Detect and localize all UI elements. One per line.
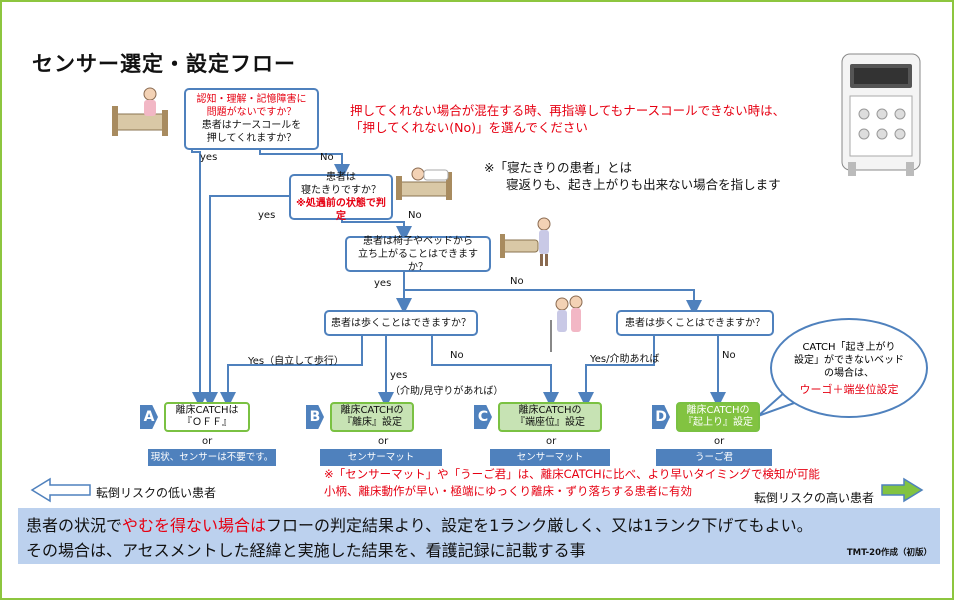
q1-line4: 押してくれますか？ xyxy=(206,133,297,144)
q2-line1: 患者は xyxy=(326,172,356,183)
bubble-line1: CATCH「起き上がり xyxy=(802,341,896,353)
result-a-line2: 『ＯＦＦ』 xyxy=(182,417,232,428)
bubble-line3: の場合は、 xyxy=(824,367,874,379)
q1-line3: 患者はナースコールを xyxy=(201,120,302,131)
right-arrow-icon xyxy=(881,477,924,503)
q2-line3: ※処遇前の状態で判定 xyxy=(296,198,386,222)
q1-line1: 認知・理解・記憶障害に xyxy=(196,94,307,105)
note2-line2: 寝返りも、起き上がりも出来ない場合を指します xyxy=(506,177,781,192)
result-b-box: 離床CATCHの 『離床』設定 xyxy=(330,402,414,432)
label-yes-1: yes xyxy=(200,152,218,163)
result-c-box: 離床CATCHの 『端座位』設定 xyxy=(498,402,602,432)
note2-line1: ※「寝たきりの患者」とは xyxy=(484,160,632,175)
label-no-walk: No xyxy=(450,350,464,361)
question-walk-right: 患者は歩くことはできますか？ xyxy=(616,310,774,336)
result-a-box: 離床CATCHは 『ＯＦＦ』 xyxy=(164,402,250,432)
label-yes-assist: yes xyxy=(390,370,408,381)
bubble-line2: 設定」ができないベッド xyxy=(794,354,904,366)
note1-line2: 「押してくれない(No)」を選んでください xyxy=(350,120,588,135)
result-a-letter: A xyxy=(140,405,158,429)
label-no-walk-right: No xyxy=(722,350,736,361)
result-b-line2: 『離床』設定 xyxy=(342,417,402,428)
note-bedridden-definition: ※「寝たきりの患者」とは 寝返りも、起き上がりも出来ない場合を指します xyxy=(484,159,781,193)
speech-bubble-note: CATCH「起き上がり 設定」ができないベッド の場合は、 ウーゴ＋端坐位設定 xyxy=(770,318,928,418)
result-a-or: or xyxy=(202,436,213,447)
note-sensor-mat: ※「センサーマット」や「うーご君」は、離床CATCHに比べ、より早いタイミングで… xyxy=(324,466,820,500)
result-b-or: or xyxy=(378,436,389,447)
question-stand-up: 患者は椅子やベッドから 立ち上がることはできますか？ xyxy=(345,235,491,273)
result-c-line1: 離床CATCHの xyxy=(518,405,582,416)
question-walk-left: 患者は歩くことはできますか？ xyxy=(324,310,478,336)
bottom-line1-b: やむを得ない場合は xyxy=(122,516,267,535)
q4-text: 患者は歩くことはできますか？ xyxy=(331,317,471,329)
note3-line2: 小柄、離床動作が早い・極端にゆっくり離床・ずり落ちする患者に有効 xyxy=(324,484,692,498)
result-b-alt: センサーマット xyxy=(320,449,442,466)
question-bedridden: 患者は 寝たきりですか？ ※処遇前の状態で判定 xyxy=(289,172,393,222)
q2-line2: 寝たきりですか？ xyxy=(301,185,381,196)
result-c-alt: センサーマット xyxy=(490,449,610,466)
note3-line1: ※「センサーマット」や「うーご君」は、離床CATCHに比べ、より早いタイミングで… xyxy=(324,467,820,481)
result-d-box: 離床CATCHの 『起上り』設定 xyxy=(676,402,760,432)
q3-line1: 患者は椅子やベッドから xyxy=(363,235,473,247)
result-a-alt: 現状、センサーは不要です。 xyxy=(148,449,276,466)
label-yes-2: yes xyxy=(258,210,276,221)
risk-high-label: 転倒リスクの高い患者 xyxy=(754,491,875,505)
author-credit: TMT-20作成（初版） xyxy=(846,548,932,558)
result-b-letter: B xyxy=(306,405,324,429)
result-d-or: or xyxy=(714,436,725,447)
label-no-2: No xyxy=(408,210,422,221)
note-nurse-call: 押してくれない場合が混在する時、再指導してもナースコールできない時は、 「押して… xyxy=(350,102,785,136)
label-yes-walk: Yes（自立して歩行） xyxy=(248,356,344,367)
label-no-1: No xyxy=(320,152,334,163)
result-c-line2: 『端座位』設定 xyxy=(515,417,585,428)
label-no-3: No xyxy=(510,276,524,287)
result-d-alt: うーご君 xyxy=(656,449,772,466)
bottom-line1: 患者の状況でやむを得ない場合はフローの判定結果より、設定を1ランク厳しく、又は1… xyxy=(26,512,813,536)
question-nurse-call: 認知・理解・記憶障害に 問題がないですか？ 患者はナースコールを 押してくれます… xyxy=(184,88,319,150)
page-title: センサー選定・設定フロー xyxy=(32,52,296,76)
bottom-line1-a: 患者の状況で xyxy=(26,516,123,535)
bubble-line4: ウーゴ＋端坐位設定 xyxy=(799,382,899,396)
label-yes-3: yes xyxy=(374,278,392,289)
risk-low-label: 転倒リスクの低い患者 xyxy=(96,486,217,500)
q5-text: 患者は歩くことはできますか？ xyxy=(625,317,765,329)
result-d-line2: 『起上り』設定 xyxy=(683,417,753,428)
bottom-line1-c: フローの判定結果より、設定を1ランク厳しく、又は1ランク下げてもよい。 xyxy=(266,516,813,535)
result-c-or: or xyxy=(546,436,557,447)
result-a-line1: 離床CATCHは xyxy=(175,405,239,416)
result-d-letter: D xyxy=(652,405,670,429)
q3-line2: 立ち上がることはできますか？ xyxy=(358,248,478,273)
label-yes-assist-sub: （介助/見守りがあれば） xyxy=(390,386,504,397)
bottom-line2: その場合は、アセスメントした経緯と実施した結果を、看護記録に記載する事 xyxy=(26,541,586,560)
bottom-guidance-bar: 患者の状況でやむを得ない場合はフローの判定結果より、設定を1ランク厳しく、又は1… xyxy=(18,508,940,564)
result-d-line1: 離床CATCHの xyxy=(686,405,750,416)
result-b-line1: 離床CATCHの xyxy=(340,405,404,416)
q1-line2: 問題がないですか？ xyxy=(206,107,297,118)
result-c-letter: C xyxy=(474,405,492,429)
note1-line1: 押してくれない場合が混在する時、再指導してもナースコールできない時は、 xyxy=(350,103,786,118)
label-yes-assist-right: Yes/介助あれば xyxy=(590,354,660,365)
left-arrow-icon xyxy=(30,477,91,503)
